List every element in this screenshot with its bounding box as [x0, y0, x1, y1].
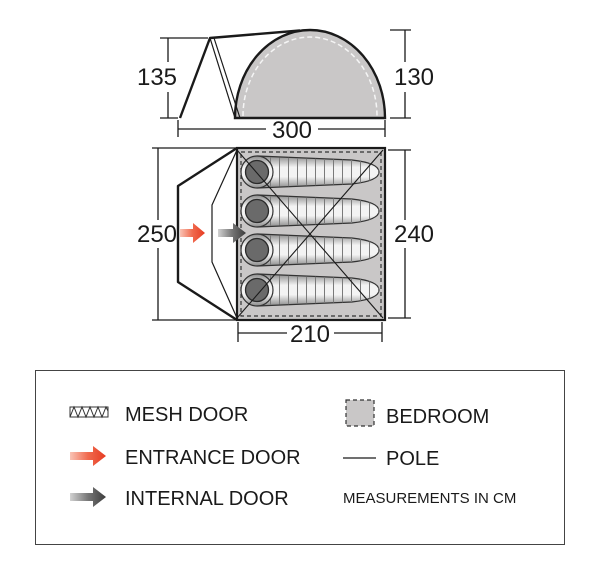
dimension-side-bedroom-height: 130: [390, 29, 434, 119]
dimension-side-porch-height: 135: [137, 37, 208, 119]
label-overall-width: 250: [137, 221, 177, 248]
sleeping-bag: [240, 233, 380, 267]
side-elevation: [178, 28, 387, 120]
label-side-porch-height: 135: [137, 64, 177, 91]
sleeping-bag: [240, 194, 380, 228]
label-overall-length: 300: [272, 117, 312, 144]
red-arrow-icon: [70, 446, 106, 466]
entrance-door-arrow-icon: [180, 223, 205, 243]
dark-arrow-icon: [70, 487, 106, 507]
side-dome-inner-dashed: [242, 36, 378, 117]
plan-porch-outline: [176, 146, 238, 322]
side-dome-bedroom: [233, 28, 387, 120]
label-bedroom-width: 240: [394, 221, 434, 248]
side-porch-pole-inner: [213, 37, 241, 119]
side-porch-pole: [209, 37, 236, 119]
legend-label-mesh-door: MESH DOOR: [125, 404, 248, 426]
internal-door-arrow-icon: [218, 223, 246, 243]
plan-pole: [236, 149, 384, 319]
label-side-bedroom-height: 130: [394, 64, 434, 91]
dimension-overall-length: 300: [177, 117, 386, 144]
legend-box: [35, 370, 565, 545]
mesh-door-icon: [69, 405, 109, 419]
sleeping-bag: [240, 155, 380, 189]
plan-view: [176, 146, 387, 322]
dimension-bedroom-length: 210: [237, 321, 383, 348]
label-bedroom-length: 210: [290, 321, 330, 348]
legend: MESH DOOR ENTRANCE DOOR INTERNAL DOOR BE…: [35, 370, 565, 545]
plan-porch-door-line: [211, 149, 238, 319]
dimension-bedroom-width: 240: [388, 149, 434, 319]
sleeping-bag: [240, 273, 380, 307]
dimension-overall-width: 250: [137, 147, 237, 321]
bedroom-swatch-icon: [345, 399, 375, 427]
legend-label-entrance-door: ENTRANCE DOOR: [125, 447, 301, 469]
legend-units-note: MEASUREMENTS IN CM: [343, 490, 516, 507]
legend-label-internal-door: INTERNAL DOOR: [125, 488, 289, 510]
legend-label-bedroom: BEDROOM: [386, 406, 489, 428]
legend-label-pole: POLE: [386, 448, 439, 470]
